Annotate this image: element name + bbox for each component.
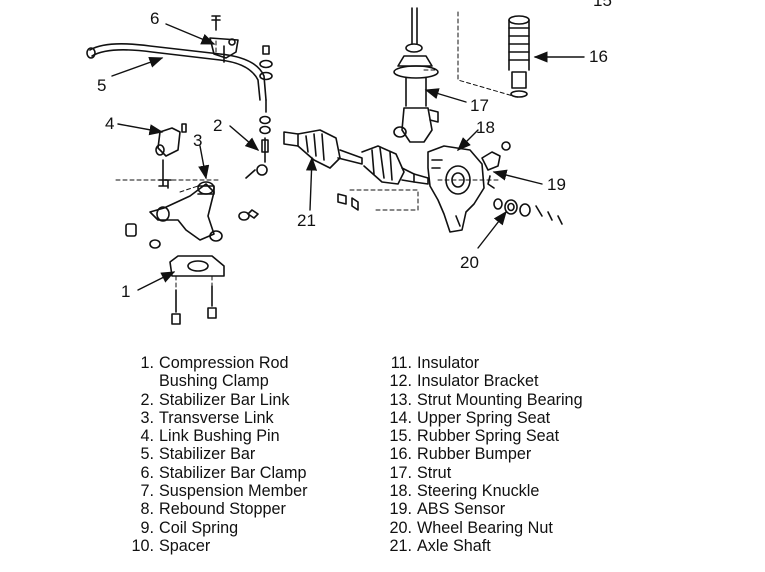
stabilizer-link-stack-drawing <box>245 45 273 219</box>
legend-number: 16. <box>389 445 412 464</box>
callout-16: 16 <box>589 47 608 66</box>
stabilizer-bar-clamp-drawing <box>209 15 239 63</box>
legend-label: Spacer <box>159 536 211 555</box>
legend-item: 3. Transverse Link <box>128 409 307 427</box>
legend-label: ABS Sensor <box>417 500 506 519</box>
callout-18: 18 <box>476 118 495 137</box>
legend-item: 12. Insulator Bracket <box>386 372 583 390</box>
legend-item: 17. Strut <box>386 464 583 482</box>
legend-left-column: 1. Compression Rod Bushing Clamp 2. Stabil… <box>128 354 307 555</box>
legend-right-column: 11. Insulator 12. Insulator Bracket 13. Str… <box>386 354 583 555</box>
steering-knuckle-drawing <box>427 145 485 233</box>
link-bushing-pin-drawing <box>155 123 187 187</box>
legend-item: 6. Stabilizer Bar Clamp <box>128 464 307 482</box>
legend-label-continued: Bushing Clamp <box>159 372 269 391</box>
callout-2: 2 <box>213 116 222 135</box>
callout-6: 6 <box>150 9 159 28</box>
callout-leaders <box>111 23 585 291</box>
legend-label: Insulator <box>417 354 480 372</box>
legend-label: Stabilizer Bar <box>159 445 256 464</box>
suspension-exploded-view: 6 5 4 2 3 1 21 17 18 19 20 16 15 <box>86 0 612 325</box>
legend-item: 18. Steering Knuckle <box>386 482 583 500</box>
legend-number: 4. <box>140 427 154 446</box>
legend-number: 17. <box>389 463 412 482</box>
legend-label: Upper Spring Seat <box>417 408 551 427</box>
legend-number: 13. <box>389 390 412 409</box>
legend-item: 21. Axle Shaft <box>386 537 583 555</box>
legend-number: 14. <box>389 408 412 427</box>
legend-number: 20. <box>389 518 412 537</box>
legend-label: Steering Knuckle <box>417 482 540 501</box>
legend-item: 16. Rubber Bumper <box>386 445 583 463</box>
legend-item: 9. Coil Spring <box>128 519 307 537</box>
stabilizer-bar-drawing <box>86 43 267 101</box>
legend-item: 4. Link Bushing Pin <box>128 427 307 445</box>
legend-label: Rebound Stopper <box>159 500 286 519</box>
legend-number: 6. <box>140 463 154 482</box>
callout-21: 21 <box>297 211 316 230</box>
legend-label: Transverse Link <box>159 408 274 427</box>
legend-label: Strut <box>417 463 452 482</box>
transverse-link-drawing <box>125 179 250 249</box>
legend-number: 19. <box>389 500 412 519</box>
callout-15: 15 <box>593 0 612 10</box>
strut-drawing <box>393 7 439 143</box>
legend-label: Coil Spring <box>159 518 239 537</box>
legend-item: 1. Compression Rod <box>128 354 307 372</box>
legend-item: 13. Strut Mounting Bearing <box>386 390 583 409</box>
legend-number: 15. <box>389 427 412 446</box>
axle-shaft-drawing <box>283 129 429 211</box>
wheel-bearing-nut-drawing <box>493 198 563 225</box>
legend-number: 18. <box>389 482 412 501</box>
callout-4: 4 <box>105 114 114 133</box>
legend-item: 20. Wheel Bearing Nut <box>386 519 583 537</box>
legend-item: 2. Stabilizer Bar Link <box>128 391 307 409</box>
callout-numbers: 6 5 4 2 3 1 21 17 18 19 20 16 15 <box>97 0 612 301</box>
abs-sensor-drawing <box>481 141 511 189</box>
legend-item: 11. Insulator <box>386 354 583 372</box>
rubber-bumper-drawing <box>508 15 530 98</box>
legend-number: 2. <box>140 390 154 409</box>
legend-number: 21. <box>389 536 412 555</box>
legend-number: 11. <box>390 354 412 372</box>
legend-number: 10. <box>131 536 154 555</box>
legend-label: Compression Rod <box>159 354 289 372</box>
legend-label: Insulator Bracket <box>417 372 539 391</box>
callout-19: 19 <box>547 175 566 194</box>
legend-label: Axle Shaft <box>417 536 491 555</box>
legend-number: 8. <box>140 500 154 519</box>
callout-1: 1 <box>121 282 130 301</box>
legend-label: Stabilizer Bar Link <box>159 390 290 409</box>
legend-item: 10. Spacer <box>128 537 307 555</box>
legend-label: Link Bushing Pin <box>159 427 280 446</box>
legend-item: 14. Upper Spring Seat <box>386 409 583 427</box>
legend-number: 12. <box>389 372 412 391</box>
legend-label: Stabilizer Bar Clamp <box>159 463 307 482</box>
callout-20: 20 <box>460 253 479 272</box>
legend-number: 9. <box>140 518 154 537</box>
callout-3: 3 <box>193 131 202 150</box>
legend-number: 1. <box>140 354 154 372</box>
legend-number: 7. <box>140 482 154 501</box>
legend-item: 8. Rebound Stopper <box>128 500 307 518</box>
legend-item: 15. Rubber Spring Seat <box>386 427 583 445</box>
legend-label: Wheel Bearing Nut <box>417 518 553 537</box>
legend-item: 5. Stabilizer Bar <box>128 445 307 463</box>
legend-number: 5. <box>140 445 154 464</box>
legend-item: 19. ABS Sensor <box>386 500 583 518</box>
legend-label: Rubber Spring Seat <box>417 427 560 446</box>
compression-rod-bushing-clamp-drawing <box>169 255 225 325</box>
callout-5: 5 <box>97 76 106 95</box>
legend-label: Suspension Member <box>159 482 308 501</box>
legend-label: Rubber Bumper <box>417 445 532 464</box>
legend-label: Strut Mounting Bearing <box>417 390 583 409</box>
legend-item: 7. Suspension Member <box>128 482 307 500</box>
legend-number: 3. <box>140 408 154 427</box>
callout-17: 17 <box>470 96 489 115</box>
